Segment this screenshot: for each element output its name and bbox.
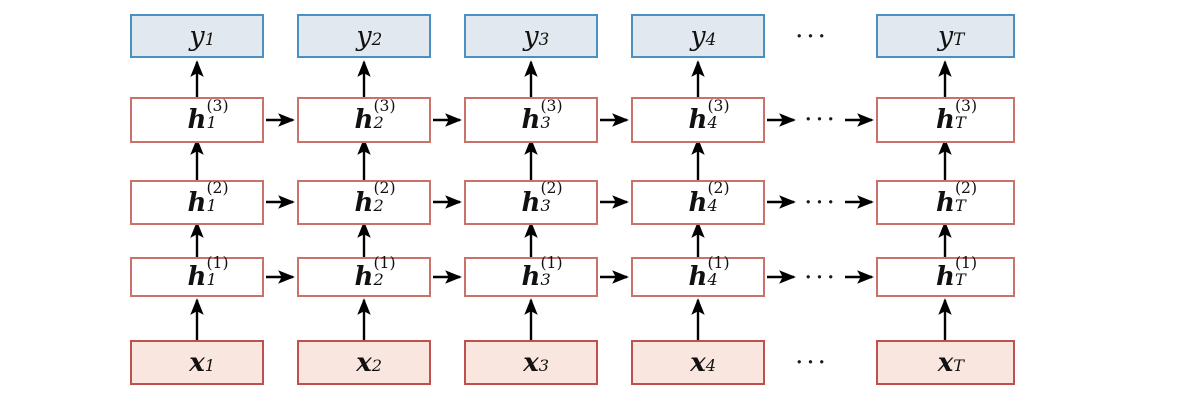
node-label: h(3)1 bbox=[187, 96, 229, 135]
ellipsis-input-row: ··· bbox=[795, 348, 829, 378]
ellipsis-hidden1-row: ··· bbox=[804, 263, 838, 293]
node-hidden3-t1[interactable]: h(3)1 bbox=[130, 97, 264, 143]
ellipsis-hidden2-row: ··· bbox=[804, 188, 838, 218]
node-label: h(3)4 bbox=[688, 96, 730, 135]
node-label: h(1)1 bbox=[187, 253, 229, 292]
node-label: h(2)4 bbox=[688, 179, 730, 218]
node-label: h(3)3 bbox=[521, 96, 563, 135]
ellipsis-hidden3-row: ··· bbox=[804, 105, 838, 135]
node-label: h(1)4 bbox=[688, 253, 730, 292]
node-hidden3-t4[interactable]: h(3)4 bbox=[631, 97, 765, 143]
node-hidden1-t4[interactable]: h(1)4 bbox=[631, 253, 765, 297]
node-hidden2-t3[interactable]: h(2)3 bbox=[464, 180, 598, 225]
node-label: h(1)2 bbox=[354, 253, 396, 292]
node-hidden3-tT[interactable]: h(3)T bbox=[876, 97, 1015, 143]
ellipsis-output-row: ··· bbox=[795, 22, 829, 52]
node-hidden2-tT[interactable]: h(2)T bbox=[876, 180, 1015, 225]
node-label: h(3)T bbox=[936, 96, 978, 135]
node-hidden2-t2[interactable]: h(2)2 bbox=[297, 180, 431, 225]
node-label: h(2)2 bbox=[354, 179, 396, 218]
node-label: h(1)T bbox=[936, 253, 978, 292]
node-hidden2-t4[interactable]: h(2)4 bbox=[631, 180, 765, 225]
node-label: h(2)T bbox=[936, 179, 978, 218]
node-label: h(2)1 bbox=[187, 179, 229, 218]
node-hidden3-t2[interactable]: h(3)2 bbox=[297, 97, 431, 143]
node-label: h(2)3 bbox=[521, 179, 563, 218]
node-hidden1-tT[interactable]: h(1)T bbox=[876, 253, 1015, 297]
node-label: h(3)2 bbox=[354, 96, 396, 135]
node-hidden1-t3[interactable]: h(1)3 bbox=[464, 253, 598, 297]
node-label: h(1)3 bbox=[521, 253, 563, 292]
node-hidden1-t1[interactable]: h(1)1 bbox=[130, 253, 264, 297]
node-hidden2-t1[interactable]: h(2)1 bbox=[130, 180, 264, 225]
node-hidden3-t3[interactable]: h(3)3 bbox=[464, 97, 598, 143]
node-hidden1-t2[interactable]: h(1)2 bbox=[297, 253, 431, 297]
